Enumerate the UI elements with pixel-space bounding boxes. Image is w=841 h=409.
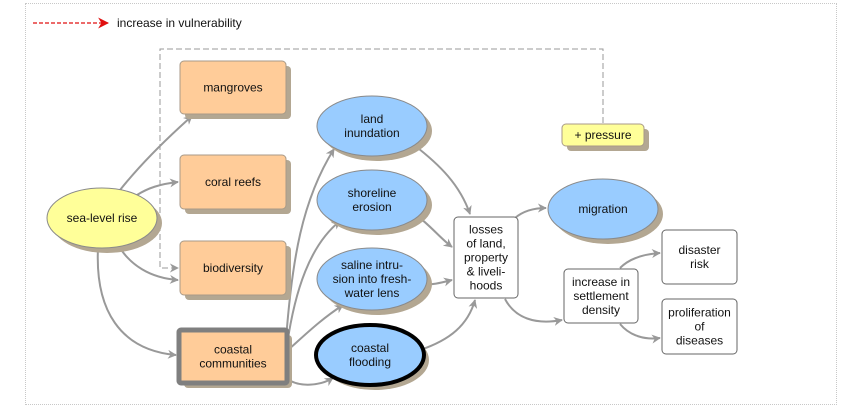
node-label-line: + pressure <box>574 128 631 142</box>
edge-sea-level-rise-to-mangroves <box>119 115 193 191</box>
node-sea-level-rise[interactable]: sea-level rise <box>46 187 162 253</box>
edge-coastal-communities-to-shoreline-erosion <box>286 220 341 346</box>
node-label-line: flooding <box>349 355 391 369</box>
node-label-line: disaster <box>678 243 720 257</box>
node-label-line: shoreline <box>348 186 397 200</box>
node-shape <box>316 247 428 311</box>
edge-coastal-flooding-to-losses <box>419 299 478 351</box>
node-migration[interactable]: migration <box>547 178 663 244</box>
node-label-line: coral reefs <box>205 175 261 189</box>
nodes: sea-level rise mangroves coral reefs biodiv… <box>46 60 738 390</box>
node-label-line: losses <box>469 223 503 237</box>
node-shape <box>46 187 158 249</box>
node-shape <box>179 240 287 296</box>
legend-label: increase in vulnerability <box>117 16 242 30</box>
node-label-line: saline intru- <box>341 258 403 272</box>
node-shape <box>316 95 428 157</box>
node-label-line: proliferation <box>668 306 731 320</box>
edge-coastal-communities-to-land-inundation <box>285 148 335 341</box>
node-shape <box>547 178 659 240</box>
diagram-frame <box>25 3 837 405</box>
node-pressure[interactable]: + pressure <box>561 123 649 151</box>
edge-coastal-communities-to-saline-intrusion <box>287 304 344 351</box>
node-shape <box>661 229 738 285</box>
node-coral-reefs[interactable]: coral reefs <box>179 154 291 214</box>
edge-pressure-to-biodiversity <box>159 48 604 273</box>
node-label-line: sea-level rise <box>67 211 138 225</box>
edge-sea-level-rise-to-coastal-communities <box>96 247 177 359</box>
node-label-line: & liveli- <box>467 265 506 279</box>
edge-sea-level-rise-to-coral-reefs <box>136 178 179 196</box>
node-shape <box>316 169 428 231</box>
node-label-line: mangroves <box>203 81 262 95</box>
node-label-line: of <box>694 320 705 334</box>
node-label-line: coastal <box>214 343 252 357</box>
node-label-line: risk <box>690 257 710 271</box>
node-saline-intrusion[interactable]: saline intru-sion into fresh-water lens <box>316 247 432 315</box>
node-label-line: sion into fresh- <box>333 272 412 286</box>
node-label-line: water lens <box>344 286 400 300</box>
node-label-line: property <box>464 251 508 265</box>
node-label-line: density <box>582 303 620 317</box>
node-label-line: diseases <box>676 334 723 348</box>
node-shape <box>661 298 738 355</box>
edge-coastal-communities-to-coastal-flooding <box>288 377 334 387</box>
node-shape <box>561 123 645 147</box>
node-shape <box>179 154 287 210</box>
node-mangroves[interactable]: mangroves <box>179 60 291 119</box>
node-label-line: increase in <box>572 275 630 289</box>
node-label-line: land <box>361 112 384 126</box>
node-label-line: coastal <box>351 341 389 355</box>
node-label-line: inundation <box>344 126 399 140</box>
node-shape <box>563 268 639 324</box>
node-label-line: migration <box>578 202 627 216</box>
node-shape <box>314 323 426 387</box>
node-shape <box>176 327 290 386</box>
legend: increase in vulnerability <box>33 16 242 30</box>
edge-land-inundation-to-losses <box>413 144 472 215</box>
node-label-line: settlement <box>573 289 629 303</box>
node-label-line: erosion <box>352 200 391 214</box>
node-shape <box>453 216 519 299</box>
edge-losses-to-migration <box>514 203 547 219</box>
node-shape <box>179 60 287 115</box>
node-label-line: of land, <box>466 237 505 251</box>
edge-losses-to-settlement-density <box>504 298 563 326</box>
edge-settlement-density-to-diseases <box>619 323 661 344</box>
edge-settlement-density-to-disaster-risk <box>619 249 661 269</box>
node-label-line: communities <box>199 357 266 371</box>
node-biodiversity[interactable]: biodiversity <box>179 240 291 300</box>
node-label-line: biodiversity <box>203 261 263 275</box>
node-label-line: hoods <box>470 279 503 293</box>
